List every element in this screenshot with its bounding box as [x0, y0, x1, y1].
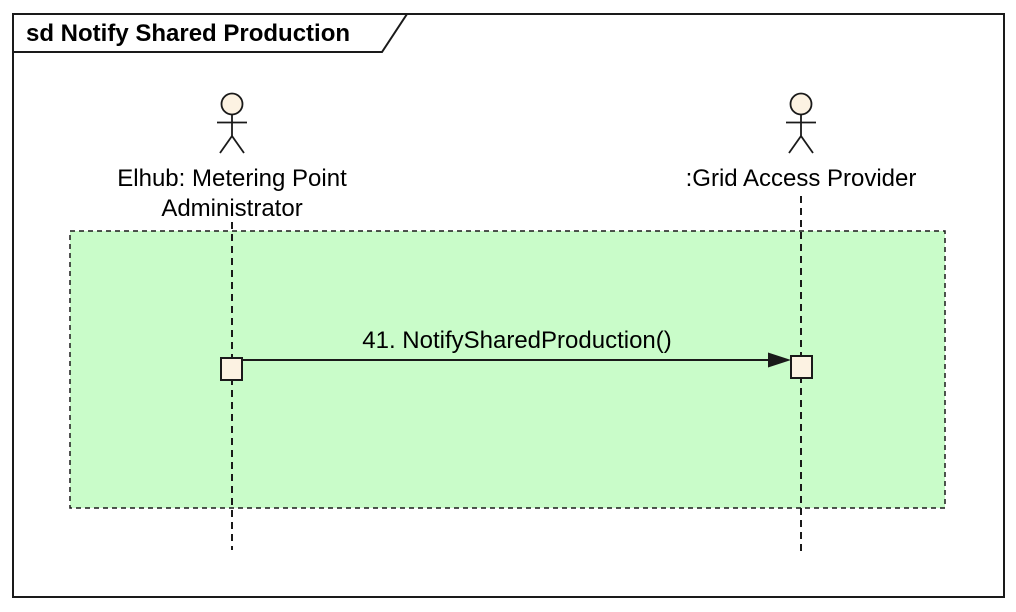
activation-box-grid-access-provider	[790, 355, 813, 379]
actor-grid-access-provider-icon	[786, 92, 816, 154]
message-label: 41. NotifySharedProduction()	[362, 327, 672, 354]
actor-elhub-icon	[217, 92, 247, 154]
message-arrow	[242, 352, 791, 368]
actor-label-grid-access-provider: :Grid Access Provider	[641, 164, 961, 194]
activation-box-elhub	[220, 357, 243, 381]
actor-grid-access-provider-head	[789, 92, 813, 116]
diagram-title: sd Notify Shared Production	[26, 20, 351, 47]
actor-label-grid-access-provider-line1: :Grid Access Provider	[685, 165, 917, 192]
frame-title-tab	[12, 13, 409, 53]
actor-label-elhub-line2: Administrator	[161, 195, 303, 222]
diagram-frame-border	[12, 13, 1005, 598]
actor-label-elhub-line1: Elhub: Metering Point	[117, 165, 347, 192]
actor-label-elhub: Elhub: Metering Point Administrator	[82, 164, 382, 224]
fragment-region	[69, 230, 946, 509]
message-arrowhead	[768, 352, 791, 368]
actor-elhub-head	[220, 92, 244, 116]
